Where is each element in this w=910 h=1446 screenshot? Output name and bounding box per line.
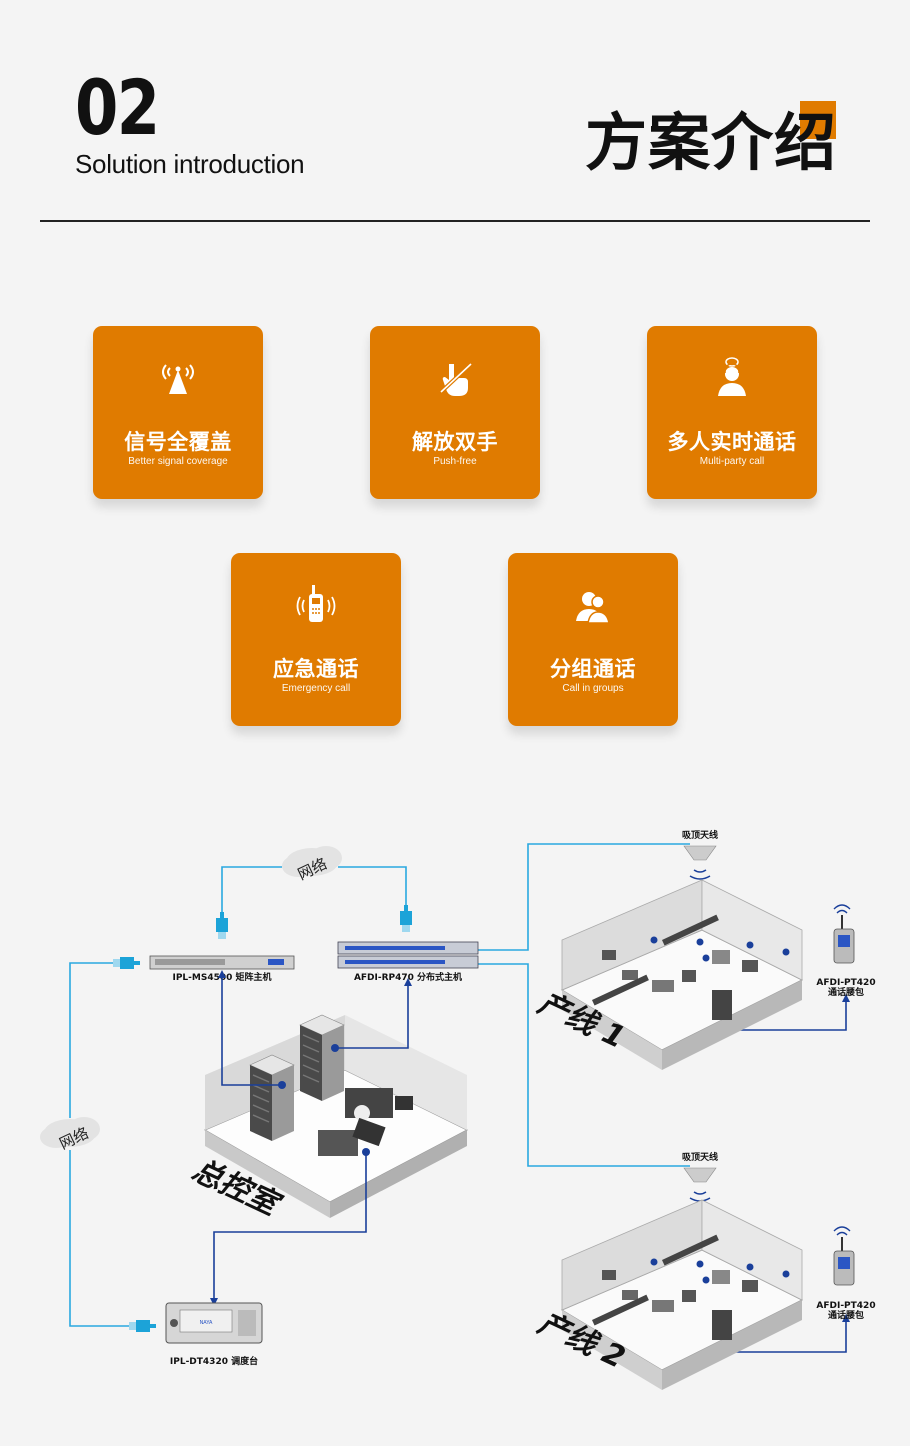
ceiling-antenna-1 — [683, 845, 717, 880]
feature-subtitle: Emergency call — [281, 683, 351, 694]
feature-card-emergency: 应急通话 Emergency call — [231, 553, 401, 726]
distributed-host-device — [337, 941, 479, 969]
ceiling-antenna-label-1: 吸顶天线 — [682, 829, 718, 841]
talking-person-icon — [647, 356, 817, 400]
dispatch-console-device: NAYA — [165, 1302, 263, 1344]
feature-subtitle: Push-free — [433, 456, 477, 467]
feature-subtitle: Better signal coverage — [128, 456, 228, 467]
rj45-connector — [129, 1320, 156, 1332]
signal-tower-icon — [93, 356, 263, 400]
accent-square — [800, 101, 836, 139]
walkie-talkie-icon — [231, 583, 401, 627]
control-room — [203, 1014, 469, 1218]
feature-title: 多人实时通话 — [667, 430, 797, 454]
network-cloud-top: 网络 — [282, 846, 342, 884]
feature-title: 分组通话 — [550, 657, 636, 681]
system-topology-diagram: 网络 网络 IPL-MS4500 矩阵主机 AFDI-RP470 分布式主机 — [40, 829, 876, 1391]
rj45-connector — [216, 912, 228, 939]
feature-card-multi-party: 多人实时通话 Multi-party call — [647, 326, 817, 499]
terminal-name-2: 通话腰包 — [828, 1309, 864, 1321]
section-number: 02 — [75, 63, 160, 152]
network-cloud-left: 网络 — [40, 1117, 100, 1153]
group-people-icon — [508, 583, 678, 627]
console-brand: NAYA — [200, 1320, 213, 1326]
distributed-host-label: AFDI-RP470 分布式主机 — [354, 971, 462, 983]
feature-subtitle: Call in groups — [562, 683, 624, 694]
page-title: 方案介绍 — [584, 106, 837, 179]
network-cables — [69, 843, 690, 1327]
ceiling-antenna-2 — [683, 1167, 717, 1202]
ceiling-antenna-label-2: 吸顶天线 — [682, 1151, 718, 1163]
bodypack-terminal-2 — [833, 1226, 855, 1286]
feature-card-group-call: 分组通话 Call in groups — [508, 553, 678, 726]
section-subtitle: Solution introduction — [75, 149, 305, 179]
feature-card-signal: 信号全覆盖 Better signal coverage — [93, 326, 263, 499]
feature-card-push-free: 解放双手 Push-free — [370, 326, 540, 499]
feature-title: 应急通话 — [273, 657, 359, 681]
rj45-connector — [400, 905, 412, 932]
terminal-name-1: 通话腰包 — [828, 986, 864, 998]
terminal-model-2: AFDI-PT420 — [816, 1301, 875, 1311]
rj45-connector — [113, 957, 140, 969]
feature-title: 信号全覆盖 — [124, 430, 232, 454]
header-divider — [40, 220, 870, 222]
dispatch-console-label: IPL-DT4320 调度台 — [170, 1355, 258, 1367]
terminal-model-1: AFDI-PT420 — [816, 978, 875, 988]
feature-subtitle: Multi-party call — [699, 456, 765, 467]
no-touch-hand-icon — [370, 356, 540, 400]
bodypack-terminal-1 — [833, 904, 855, 964]
matrix-host-device — [149, 955, 295, 970]
feature-title: 解放双手 — [412, 430, 498, 454]
